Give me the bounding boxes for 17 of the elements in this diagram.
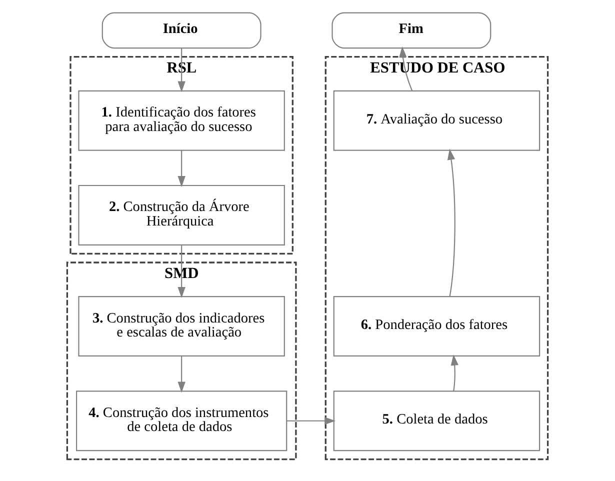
node-box: Fim [332,12,492,49]
arrow [399,46,413,91]
arrow [178,48,186,92]
arrow [178,150,186,188]
node-box: 7. Avaliação do sucesso [333,90,540,151]
node-box: Início [102,12,262,49]
arrow [178,244,186,298]
node-box: 5. Coleta de dados [333,390,540,452]
node-box: 2. Construção da Árvore Hierárquica [78,184,285,246]
arrow [286,417,336,425]
arrow [178,356,186,393]
node-box: 4. Construção dos instrumentos de coleta de dados [76,390,288,452]
node-box: 1. Identificação dos fatores para avaliação do sucesso [78,90,285,151]
arrow [450,354,458,392]
node-box: 6. Ponderação dos fatores [333,296,540,357]
node-box: 3. Construção dos indicadores e escalas de avaliação [78,296,285,357]
arrow [447,148,456,296]
